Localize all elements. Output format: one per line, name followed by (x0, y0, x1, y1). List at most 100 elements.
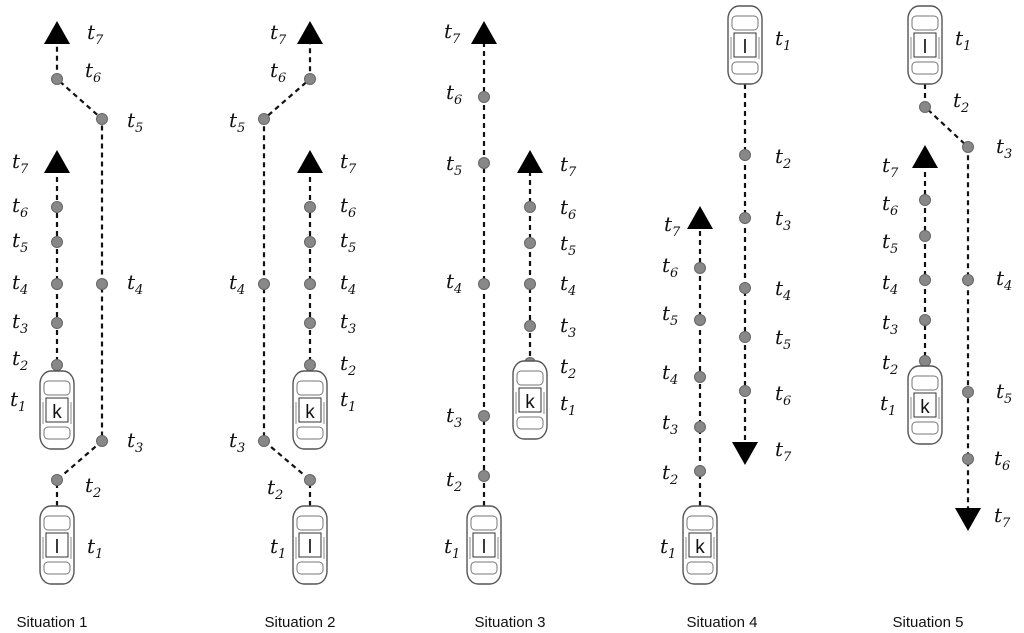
arrow-up-s2-icon (297, 150, 323, 173)
trajectory-l-s5 (923, 84, 970, 518)
time-step-label: t3 (12, 309, 28, 337)
time-step-marker (524, 278, 536, 290)
time-step-label: t3 (340, 309, 356, 337)
time-step-marker (524, 237, 536, 249)
car-k-s2-icon: k (292, 370, 328, 450)
time-step-label: t4 (775, 276, 791, 304)
time-step-label: t4 (127, 270, 143, 298)
time-step-label: t5 (340, 228, 356, 256)
situation-caption: Situation 4 (687, 614, 758, 631)
time-step-label: t4 (340, 270, 356, 298)
time-step-label: t3 (127, 428, 143, 456)
time-step-label: t1 (87, 534, 103, 562)
time-step-marker (96, 278, 108, 290)
car-k-s3-icon: k (512, 360, 548, 440)
time-step-label: t3 (229, 428, 245, 456)
time-step-marker (478, 470, 490, 482)
time-step-label: t2 (267, 475, 283, 503)
time-step-marker (962, 141, 974, 153)
time-step-label: t7 (882, 153, 899, 181)
time-step-marker (524, 201, 536, 213)
time-step-label: t2 (662, 460, 678, 488)
time-step-marker (478, 157, 490, 169)
time-step-label: t6 (775, 381, 791, 409)
time-step-label: t7 (340, 149, 357, 177)
time-step-label: t2 (12, 346, 28, 374)
time-step-marker (51, 236, 63, 248)
time-step-label: t3 (446, 403, 462, 431)
arrow-down-s5-icon (955, 508, 981, 531)
time-step-label: t1 (660, 534, 676, 562)
car-k-s5-icon: k (907, 365, 943, 445)
time-step-label: t6 (994, 446, 1010, 474)
time-step-marker (739, 331, 751, 343)
time-step-label: t6 (85, 58, 101, 86)
time-step-label: t7 (560, 152, 577, 180)
time-step-marker (524, 320, 536, 332)
time-step-label: t4 (996, 266, 1012, 294)
time-step-label: t1 (340, 387, 356, 415)
time-step-marker (51, 474, 63, 486)
time-step-label: t7 (270, 20, 287, 48)
time-step-label: t5 (229, 108, 245, 136)
time-step-marker (478, 278, 490, 290)
time-step-label: t7 (994, 503, 1011, 531)
arrow-up-s4-icon (687, 206, 713, 229)
time-step-marker (919, 274, 931, 286)
time-step-label: t6 (882, 191, 898, 219)
car-l-s5-icon: l (907, 5, 943, 85)
time-step-label: t1 (775, 26, 791, 54)
time-step-marker (694, 465, 706, 477)
car-l-s4-icon: l (727, 5, 763, 85)
time-step-marker (919, 355, 931, 367)
time-step-label: t2 (560, 354, 576, 382)
time-step-marker (304, 474, 316, 486)
time-step-label: t2 (85, 473, 101, 501)
time-step-marker (304, 201, 316, 213)
situation-caption: Situation 2 (265, 614, 336, 631)
time-step-label: t5 (12, 228, 28, 256)
time-step-marker (962, 453, 974, 465)
time-step-marker (919, 314, 931, 326)
situation-caption: Situation 3 (475, 614, 546, 631)
arrow-up-s1-icon (44, 21, 70, 44)
time-step-label: t1 (560, 391, 576, 419)
time-step-label: t7 (12, 149, 29, 177)
time-step-label: t4 (229, 270, 245, 298)
car-k-label: k (695, 537, 705, 558)
time-step-label: t5 (996, 379, 1012, 407)
car-l-s1-icon: l (39, 505, 75, 585)
time-step-marker (919, 194, 931, 206)
time-step-marker (739, 149, 751, 161)
situation-caption: Situation 1 (17, 614, 88, 631)
time-step-label: t5 (882, 229, 898, 257)
time-step-label: t1 (444, 534, 460, 562)
car-l-label: l (743, 37, 747, 58)
time-step-label: t3 (662, 410, 678, 438)
time-step-marker (258, 113, 270, 125)
time-step-label: t5 (446, 151, 462, 179)
time-step-marker (694, 371, 706, 383)
time-step-label: t6 (446, 80, 462, 108)
time-step-marker (51, 359, 63, 371)
time-step-label: t4 (446, 269, 462, 297)
time-step-marker (51, 278, 63, 290)
time-step-label: t1 (880, 391, 896, 419)
time-step-label: t4 (662, 360, 678, 388)
time-step-label: t6 (12, 193, 28, 221)
time-step-marker (51, 317, 63, 329)
time-step-label: t6 (270, 58, 286, 86)
car-k-label: k (52, 402, 62, 423)
arrow-down-s4-icon (732, 442, 758, 465)
time-step-label: t5 (127, 108, 143, 136)
time-step-marker (304, 317, 316, 329)
time-step-label: t6 (662, 253, 678, 281)
time-step-label: t2 (340, 351, 356, 379)
time-step-marker (304, 73, 316, 85)
time-step-label: t3 (882, 310, 898, 338)
time-step-label: t1 (10, 387, 26, 415)
time-step-label: t4 (882, 270, 898, 298)
time-step-label: t3 (775, 206, 791, 234)
arrow-up-s1-icon (44, 150, 70, 173)
